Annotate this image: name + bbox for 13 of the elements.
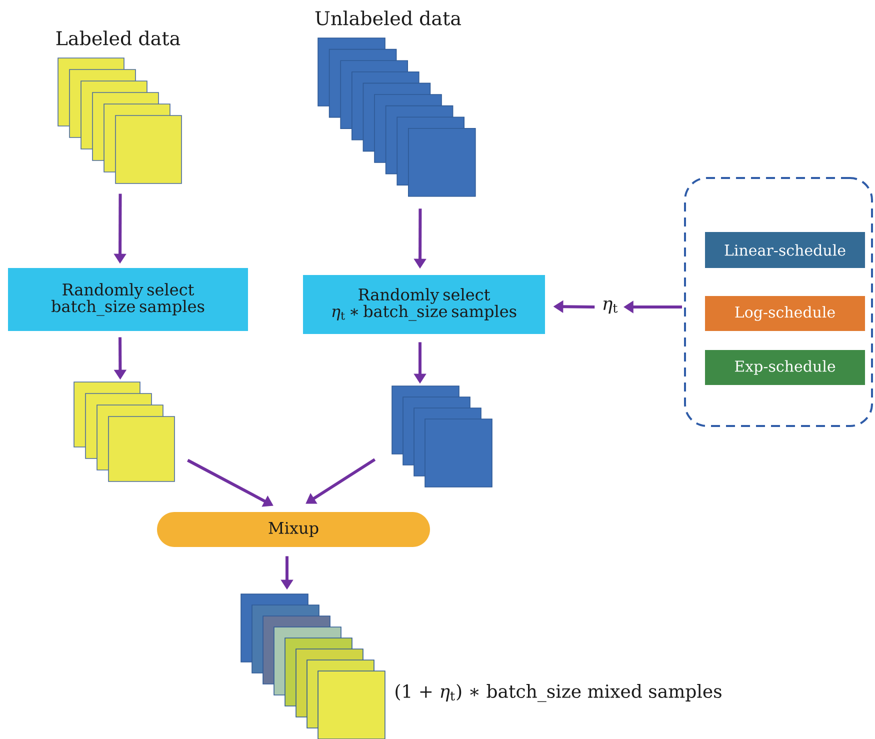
rounded-box: Mixup [157,512,430,547]
schedule-box: Linear-schedule [705,232,866,268]
heading-text: Unlabeled data [315,10,461,26]
process-box: Randomly select η$_{t}$ ∗ batch_size samples [303,275,545,334]
process-box: Randomly select batch_size samples [8,268,248,331]
symbol-label: η$_{t}$ [603,300,618,314]
caption-text: (1 + η$_{t}$) ∗ batch_size mixed samples [396,684,722,702]
heading-text: Labeled data [56,30,180,46]
schedule-box: Exp-schedule [705,350,866,385]
stack-drawing [74,382,175,482]
schedule-box: Log-schedule [705,296,866,331]
dashed-container [684,177,873,427]
stack-drawing [392,386,492,488]
